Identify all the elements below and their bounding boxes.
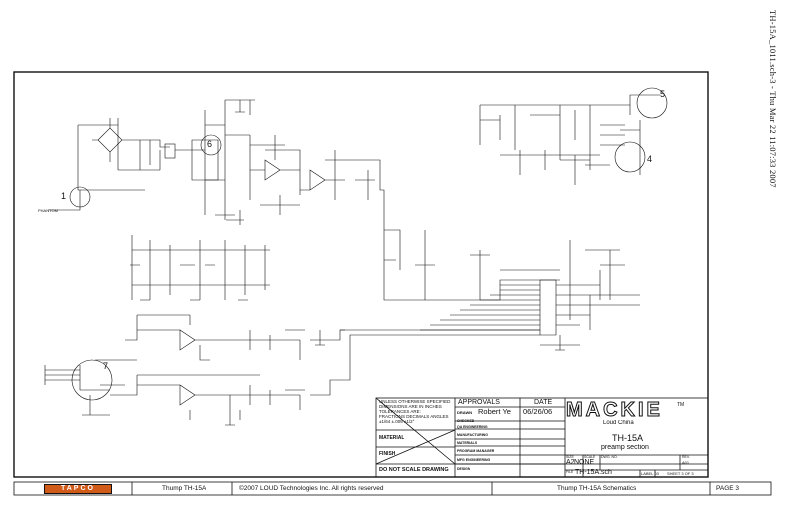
date-header: DATE [534, 399, 553, 406]
scale-value: NONE [574, 459, 595, 466]
footer-strip-lines [13, 481, 772, 496]
callout-circle-1 [69, 186, 91, 208]
do-not-scale-note: DO NOT SCALE DRAWING [379, 467, 449, 473]
callout-circle-4 [614, 141, 646, 173]
material-label: MATERIAL [379, 435, 405, 441]
approval-row: PROGRAM MANAGER [457, 449, 495, 453]
drawn-name: Robert Ye [478, 408, 511, 415]
approval-row: MATERIALS [457, 441, 478, 445]
logo-tm: TM [677, 402, 685, 408]
file-label: FILE [566, 470, 574, 474]
dwg-no-label: DWG. NO. [601, 455, 618, 459]
label-field: LABEL 03 [641, 471, 659, 476]
drawn-label: DRAWN [457, 410, 473, 415]
file-stamp-text: TH-15A_1011.sch-3 - Thu Mar 22 11:07:33 … [768, 10, 778, 188]
note-line: TOLERANCES ARE: [379, 409, 421, 414]
title-block-lines [375, 397, 709, 478]
callout-circle-5 [636, 87, 668, 119]
title-model: TH-15A [612, 433, 644, 443]
notes-block: UNLESS OTHERWISE SPECIFIED DIMENSIONS AR… [379, 399, 453, 424]
approval-row: MFG ENGINEERING [457, 458, 491, 462]
approval-row: CHECKED [457, 419, 475, 423]
callout-7: 7 [103, 361, 109, 371]
callout-circle-6 [200, 134, 222, 156]
note-line: ±1/64 ±.005 ±1/2° [379, 419, 415, 424]
callout-5: 5 [660, 89, 666, 99]
callout-4: 4 [647, 154, 653, 164]
approval-row: DESIGN [457, 467, 471, 471]
drawn-date: 06/26/06 [523, 408, 553, 415]
rev-label: REV. [682, 455, 690, 459]
net-label-phantom: PHANTOM [38, 208, 58, 213]
footer-doc-title: Thump TH-15A Schematics [557, 485, 637, 492]
drawing-border [13, 71, 709, 478]
circuit-drawing [44, 87, 668, 426]
size-value: A2 [566, 459, 575, 466]
approval-row: MANUFACTURING [457, 433, 488, 437]
sheet-field: SHEET 3 OF 3 [667, 471, 694, 476]
file-value: TH-15A.sch [575, 469, 612, 476]
logo-subtitle: Loud China [603, 420, 634, 426]
callout-1: 1 [61, 191, 67, 201]
size-label: SIZE [566, 455, 574, 459]
rev-value: A01 [682, 460, 690, 465]
footer-copyright: ©2007 LOUD Technologies Inc. All rights … [239, 485, 384, 492]
callout-circle-7 [71, 359, 113, 401]
approval-row: QA ENGINEERING [457, 425, 488, 429]
file-stamp: TH-15A_1011.sch-3 - Thu Mar 22 11:07:33 … [768, 10, 788, 240]
scale-label: SCALE [584, 455, 596, 459]
note-line: DIMENSIONS ARE IN INCHES [379, 404, 442, 409]
footer-page: PAGE 3 [716, 485, 740, 492]
note-line: UNLESS OTHERWISE SPECIFIED [379, 399, 451, 404]
footer-model: Thump TH-15A [162, 485, 207, 492]
approvals-header: APPROVALS [458, 399, 500, 406]
finish-label: FINISH [379, 451, 396, 457]
tapco-logo: TAPCO [44, 484, 112, 494]
callout-6: 6 [207, 139, 213, 149]
note-line: FRACTIONS DECIMALS ANGLES [379, 414, 449, 419]
mackie-logo: MACKIE [566, 399, 663, 422]
title-section: preamp section [601, 444, 649, 451]
